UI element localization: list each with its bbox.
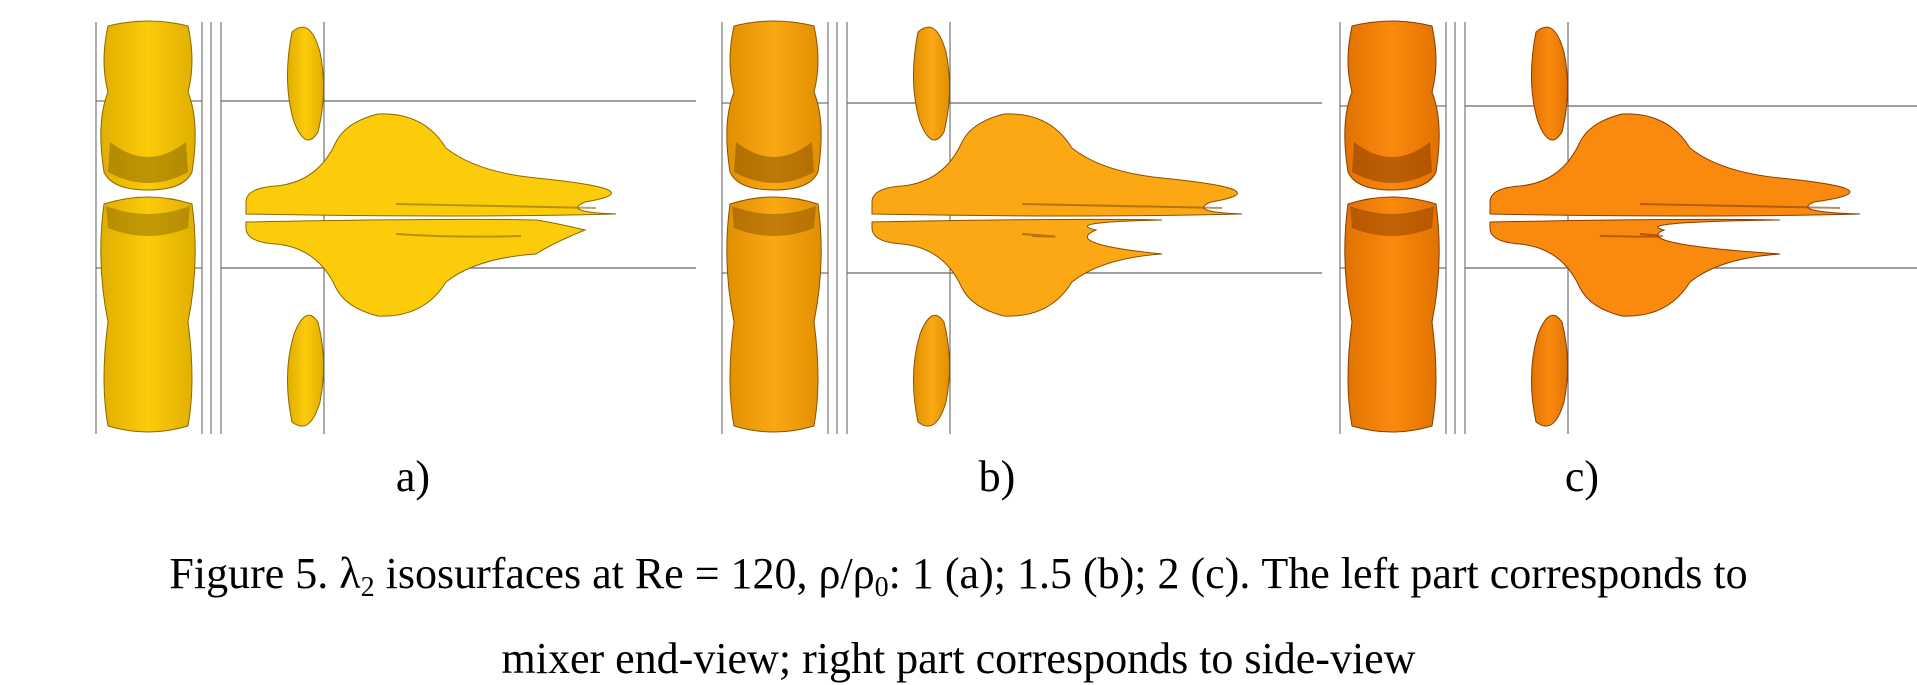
figure-panels	[95, 20, 1917, 434]
caption-sub-1: 2	[360, 572, 375, 603]
panel-label-a: a)	[395, 452, 431, 501]
figure-caption-line2: mixer end-view; right part corresponds t…	[501, 634, 1416, 683]
panel-label-b: b)	[978, 452, 1016, 501]
caption-text-1: Figure 5. λ	[169, 549, 361, 598]
figure-caption-line1: Figure 5. λ2 isosurfaces at Re = 120, ρ/…	[0, 548, 1917, 603]
caption-text-3: : 1 (a); 1.5 (b); 2 (c). The left part c…	[888, 549, 1748, 598]
caption-sub-2: 0	[874, 572, 889, 603]
panel-a	[95, 20, 716, 434]
panel-b	[721, 20, 1342, 434]
isosurface-image	[1339, 20, 1917, 434]
caption-text-2: isosurfaces at Re = 120, ρ/ρ	[374, 549, 875, 598]
panel-label-c: c)	[1564, 452, 1600, 501]
panel-c	[1339, 20, 1917, 434]
isosurface-image	[95, 20, 696, 434]
isosurface-image	[721, 20, 1322, 434]
